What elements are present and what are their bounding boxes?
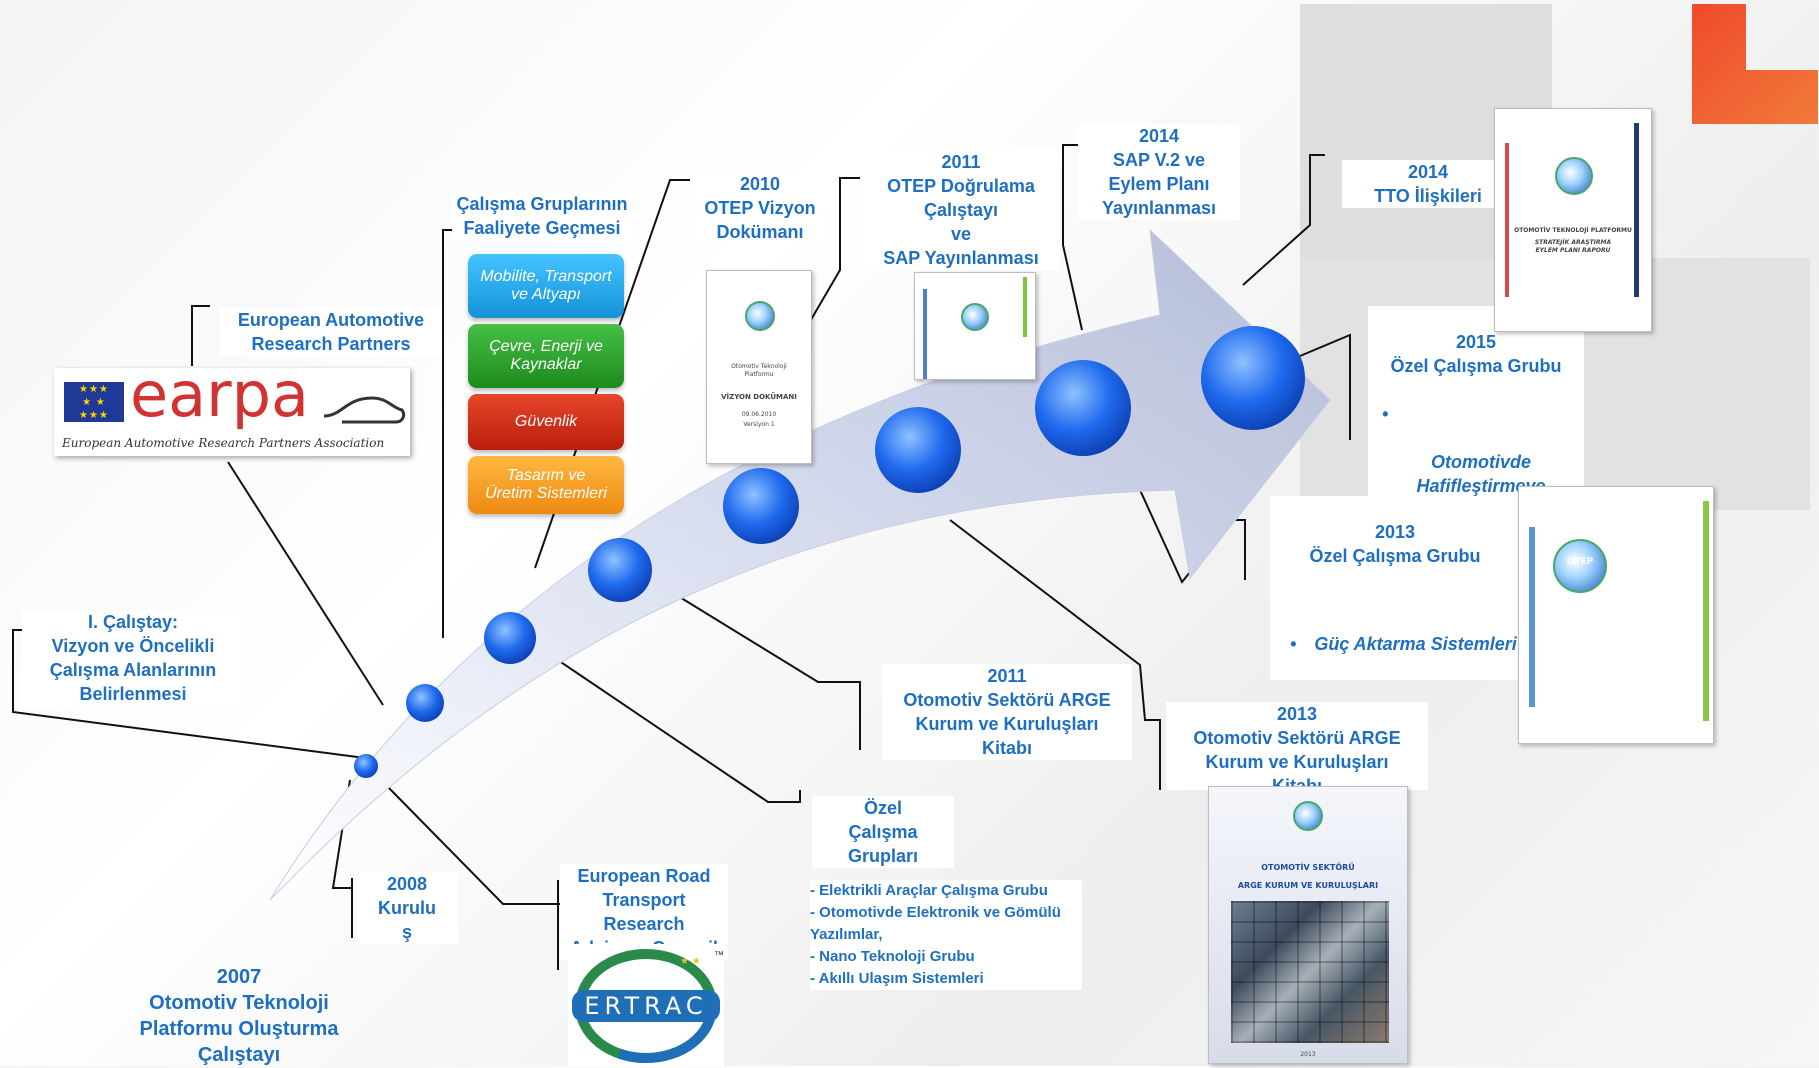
otep-logo-icon	[961, 303, 989, 331]
ozel-2013-item-text: Güç Aktarma Sistemleri	[1314, 634, 1517, 654]
doc-accent-green	[1703, 501, 1709, 721]
ozel-gruplar-list: - Elektrikli Araçlar Çalışma Grubu - Oto…	[810, 880, 1082, 990]
doc-accent-blue	[923, 289, 927, 379]
label-ozel-2015: 2015 Özel Çalışma Grubu • Otomotivde Haf…	[1368, 306, 1584, 570]
vision-document-thumbnail: Otomotiv Teknoloji Platformu VİZYON DOKÜ…	[706, 270, 812, 464]
label-tto-2014: 2014 TTO İlişkileri	[1342, 160, 1514, 208]
label-calisma-gruplari: Çalışma Gruplarının Faaliyete Geçmesi	[452, 192, 632, 240]
doc-accent-red	[1505, 143, 1509, 297]
otep-logo-icon	[1553, 539, 1607, 593]
milestone-sphere-5	[723, 468, 799, 544]
milestone-sphere-7	[1035, 360, 1131, 456]
arge-2013-book-thumbnail: OTOMOTİV SEKTÖRÜ ARGE KURUM VE KURULUŞLA…	[1208, 786, 1408, 1064]
label-sap-2014: 2014 SAP V.2 ve Eylem Planı Yayınlanması	[1078, 124, 1240, 220]
earpa-logo: ★★★★ ★★★★ earpa European Automotive Rese…	[54, 358, 410, 456]
otep-logo-icon	[1555, 157, 1593, 195]
milestone-sphere-4	[588, 538, 652, 602]
brand-corner-logo	[1692, 4, 1818, 124]
otep-mark: OTEP	[1566, 557, 1594, 567]
sap-report-thumbnail: OTOMOTİV TEKNOLOJİ PLATFORMU STRATEJİK A…	[1494, 108, 1652, 332]
working-group-mobilite: Mobilite, Transport ve Altyapı	[468, 254, 624, 318]
eu-flag-icon: ★★★★ ★★★★	[64, 382, 124, 422]
working-group-guvenlik: Güvenlik	[468, 394, 624, 450]
vision-title: VİZYON DOKÜMANI	[721, 393, 797, 401]
ozel-2013-heading: 2013 Özel Çalışma Grubu	[1309, 522, 1481, 566]
milestone-sphere-8	[1201, 326, 1305, 430]
doc-accent-blue	[1529, 527, 1535, 707]
sap-org: OTOMOTİV TEKNOLOJİ PLATFORMU	[1514, 227, 1632, 234]
ozel-2015-heading: 2015 Özel Çalışma Grubu	[1390, 332, 1562, 376]
label-otep-2011: 2011 OTEP Doğrulama Çalıştayı ve SAP Yay…	[862, 150, 1060, 270]
vision-date: 09.06.2010	[741, 411, 777, 418]
earpa-subtitle: European Automotive Research Partners As…	[62, 436, 385, 450]
milestone-sphere-1	[354, 754, 378, 778]
label-arge-2013: 2013 Otomotiv Sektörü ARGE Kurum ve Kuru…	[1166, 702, 1428, 790]
milestone-sphere-2	[406, 684, 444, 722]
milestone-sphere-6	[875, 407, 961, 493]
bullet-icon: •	[1382, 404, 1389, 424]
svg-text:★ ★: ★ ★	[680, 956, 701, 967]
label-ozel-2013: 2013 Özel Çalışma Grubu • Güç Aktarma Sis…	[1270, 496, 1520, 680]
ertrac-wordmark: ERTRAC	[572, 990, 720, 1022]
working-group-cevre: Çevre, Enerji ve Kaynaklar	[468, 324, 624, 388]
milestone-sphere-3	[484, 612, 536, 664]
otep-logo-icon	[1293, 801, 1323, 831]
label-calistay-2007: 2007 Otomotiv Teknoloji Platformu Oluştu…	[139, 966, 339, 1066]
doc-accent-green	[1023, 277, 1027, 337]
working-group-tasarim: Tasarım ve Üretim Sistemleri	[468, 456, 624, 514]
sap-2011-thumbnail	[914, 272, 1036, 380]
ertrac-trademark: ™	[714, 950, 724, 961]
photo-collage	[1231, 901, 1389, 1043]
ozel-2013-item: • Güç Aktarma Sistemleri	[1270, 608, 1520, 656]
ozel-2013-report-thumbnail: OTEP	[1518, 486, 1714, 744]
otep-logo-icon	[745, 301, 775, 331]
book-title: OTOMOTİV SEKTÖRÜ ARGE KURUM VE KURULUŞLA…	[1237, 863, 1379, 890]
sap-title: STRATEJİK ARAŞTIRMA EYLEM PLANI RAPORU	[1534, 239, 1612, 254]
label-kurulus-2008: 2008 Kurulu ş	[356, 872, 458, 944]
earpa-wordmark: earpa	[130, 358, 309, 431]
label-calistay-1: I. Çalıştay: Vizyon ve Öncelikli Çalışma…	[22, 610, 244, 706]
label-arge-2011: 2011 Otomotiv Sektörü ARGE Kurum ve Kuru…	[882, 664, 1132, 760]
label-earpa: European Automotive Research Partners	[220, 308, 442, 356]
vision-org: Otomotiv Teknoloji Platformu	[731, 363, 787, 378]
book-year: 2013	[1300, 1051, 1316, 1058]
label-otep-2010: 2010 OTEP Vizyon Dokümanı	[690, 172, 830, 244]
bullet-icon: •	[1290, 634, 1297, 654]
label-ozel-gruplar: Özel Çalışma Grupları	[812, 796, 954, 868]
car-outline-icon	[323, 396, 406, 424]
ertrac-logo: ★ ★ ERTRAC ™	[568, 944, 724, 1066]
doc-accent-navy	[1634, 123, 1639, 297]
vision-version: Versiyon 1	[743, 421, 775, 428]
